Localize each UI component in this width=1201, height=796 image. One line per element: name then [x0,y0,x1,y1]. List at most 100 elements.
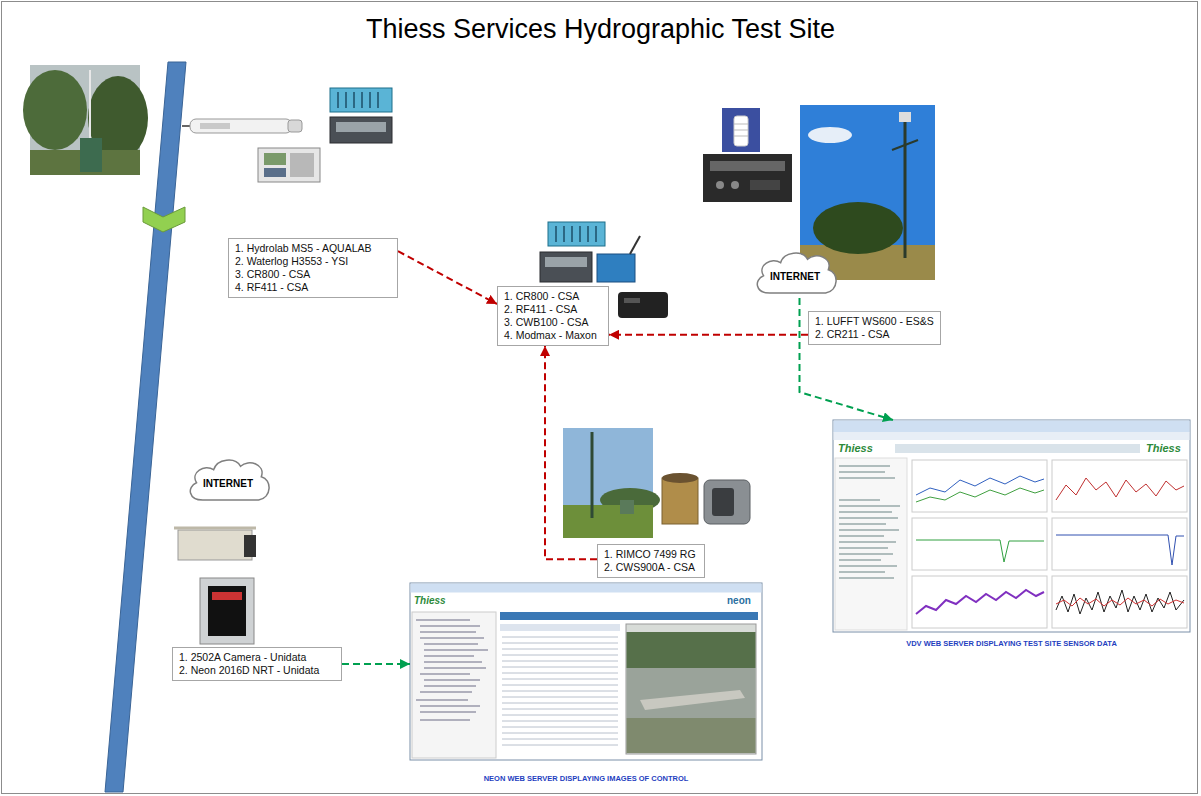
data-link-arrow [545,346,597,559]
equipment-list: 1. Hydrolab MS5 - AQUALAB2. Waterlog H35… [228,238,398,298]
equipment-item: 1. Hydrolab MS5 - AQUALAB [235,242,391,255]
table-rows [502,637,618,745]
chart-panel [912,460,1047,512]
module-face [712,488,734,516]
photo-pole [89,70,91,148]
logger-port [716,181,724,189]
chart-line [1056,590,1184,614]
equipment-list: 1. 2502A Camera - Unidata2. Neon 2016D N… [172,647,342,681]
logo-text: Thiess [1146,442,1181,454]
screenshot-caption: VDV WEB SERVER DISPLAYING TEST SITE SENS… [833,639,1190,648]
chart-line [916,488,1044,502]
internet-cloud: INTERNET [750,248,840,300]
cr800-logger [548,222,605,246]
photo-tree [813,202,903,254]
control-photo-trees [627,632,756,668]
camera-housing [178,530,252,560]
sonde-tip [288,120,302,132]
photo-tree [23,70,87,150]
sidebar-lines [839,466,900,578]
equipment-list: 1. RIMCO 7499 RG2. CWS900A - CSA [597,544,705,578]
cloud-label: INTERNET [203,474,253,489]
photo-sky [800,105,935,280]
rain-gauge [662,478,698,524]
logo-text: Thiess [414,595,446,606]
sonde-band [200,123,230,129]
camera-lens [244,535,256,557]
equipment-item: 2. RF411 - CSA [504,303,602,316]
data-link-arrow [398,251,497,304]
radio-panel [545,257,587,267]
chart-line [916,476,1044,495]
equipment-item: 1. CR800 - CSA [504,290,602,303]
chart-line [1056,535,1184,565]
control-photo-water [627,668,756,718]
tree-lines [416,620,488,720]
browser-window [833,420,1190,632]
equipment-item: 1. RIMCO 7499 RG [604,548,698,561]
equipment-item: 1. LUFFT WS600 - ES&S [815,315,934,328]
cr211-logger [703,154,792,202]
browser-titlebar [834,421,1190,433]
stream-logger-images [258,88,392,182]
chart-line [1056,598,1184,606]
modmax-modem [618,292,668,318]
camera-images [174,528,256,644]
equipment-item: 2. Waterlog H3553 - YSI [235,255,391,268]
table-header [500,624,620,631]
internet-cloud: INTERNET [183,455,273,507]
equipment-item: 4. Modmax - Maxon [504,329,602,342]
browser-titlebar [411,584,762,593]
toolbar-icons [895,444,1140,453]
photo-arm [892,140,918,150]
equipment-item: 2. CR211 - CSA [815,328,934,341]
control-photo-bank [627,718,756,753]
enclosure-part [264,153,286,165]
weather-station-images [703,105,935,280]
photo-grass [563,505,653,538]
sidebar [835,458,907,630]
browser-window [410,583,762,760]
chart-panel [912,518,1047,570]
tree-panel [412,612,496,758]
chart-line [916,540,1044,562]
logger-label [212,592,242,600]
logger-terminals [556,226,596,242]
photo-box [620,500,634,514]
cloud-label: INTERNET [770,267,820,282]
data-link-arrow [342,663,410,665]
rf411-radio [540,252,592,282]
radio-panel [336,122,386,132]
chart-line [1056,478,1184,500]
chart-panel [1052,518,1187,570]
photo-cabinet [80,138,102,172]
rain-gauge-images [563,428,750,538]
diagram-title: Thiess Services Hydrographic Test Site [0,14,1201,45]
photo-sky [563,428,653,538]
equipment-item: 3. CWB100 - CSA [504,316,602,329]
logger-terminals [338,92,378,108]
logger-port [731,181,739,189]
enclosure-part [290,153,314,177]
control-photo-weir [640,690,745,710]
chart-panel [1052,460,1187,512]
photo-mast [591,432,594,518]
chart-panel [1052,576,1187,628]
logger-face [208,586,246,636]
sensor-backdrop [722,108,760,152]
water-level-pole [105,62,186,792]
equipment-list: 1. CR800 - CSA2. RF411 - CSA3. CWB100 - … [497,286,609,346]
modem-detail [624,298,640,303]
cwb100-base [597,254,635,282]
chart-panel [912,576,1047,628]
housing-sunshade [174,527,256,530]
pole-chevron [143,207,185,232]
neon-screenshot-image [410,583,762,760]
image-panel [626,624,756,754]
data-link-arrow [609,334,808,336]
vdv-screenshot-image [833,420,1190,632]
web-screenshot: NEON WEB SERVER DISPLAYING IMAGES OF CON… [410,583,762,760]
